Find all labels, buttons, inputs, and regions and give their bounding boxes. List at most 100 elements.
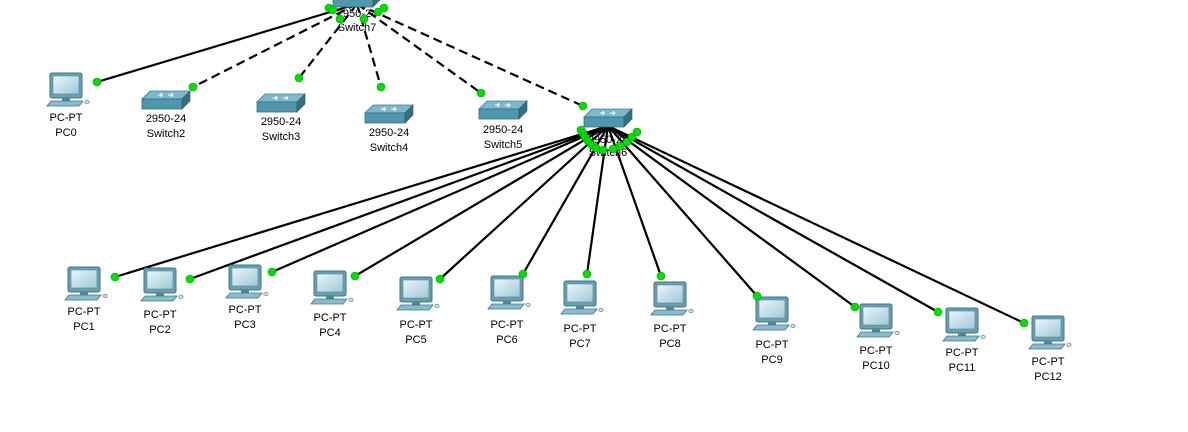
link-sw6-pc4[interactable] (354, 125, 609, 277)
link-sw6-pc2[interactable] (189, 124, 609, 281)
port-status-sw6-pc9-dst (752, 291, 762, 301)
pc-name-label: PC12 (1034, 371, 1062, 383)
pc-pc3[interactable]: PC-PT PC3 (225, 264, 269, 331)
devices-layer: 2950-24Switch72950-24Switch22950-24Switc… (46, 0, 1072, 383)
link-sw6-pc3[interactable] (271, 124, 609, 274)
keyboard-icon (310, 298, 348, 305)
link-sw7-sw2[interactable] (192, 3, 358, 88)
monitor-neck (768, 322, 776, 325)
link-sw6-pc11[interactable] (607, 125, 939, 313)
mouse-icon (1066, 343, 1072, 347)
mouse-icon (525, 303, 531, 307)
pc-model-label: PC-PT (144, 309, 177, 321)
switch-side-face (404, 104, 414, 124)
pc-model-label: PC-PT (860, 345, 893, 357)
port-status-sw7-sw3-dst (294, 73, 304, 83)
switch-side-face (518, 100, 528, 120)
mouse-icon (178, 295, 184, 299)
mouse-icon (598, 308, 604, 312)
monitor-screen (70, 269, 98, 289)
port-status-sw7-pc0-dst (92, 77, 102, 87)
switch-front-face (364, 112, 406, 124)
link-sw6-pc1[interactable] (114, 124, 609, 279)
pc-model-label: PC-PT (400, 319, 433, 331)
keyboard-icon (225, 292, 263, 299)
pc-model-label: PC-PT (229, 304, 262, 316)
pc-pc5[interactable]: PC-PT PC5 (396, 276, 440, 346)
switch-name-label: Switch2 (147, 128, 186, 140)
mouse-icon (263, 292, 269, 296)
pc-model-label: PC-PT (564, 323, 597, 335)
mouse-icon (84, 100, 90, 104)
port-status-sw6-pc11-dst (933, 307, 943, 317)
mouse-icon (790, 324, 796, 328)
switch-model-label: 2950-24 (483, 124, 523, 136)
pc-pc10[interactable]: PC-PT PC10 (856, 303, 900, 372)
keyboard-icon (560, 308, 598, 315)
link-sw7-sw6[interactable] (356, 2, 584, 108)
pc-name-label: PC3 (234, 319, 255, 331)
switch-model-label: 2950-24 (261, 116, 301, 128)
monitor-neck (1044, 341, 1052, 344)
monitor-screen (493, 278, 521, 298)
monitor-neck (326, 296, 334, 299)
ports-layer (92, 3, 1029, 328)
keyboard-icon (650, 309, 688, 316)
link-sw6-pc5[interactable] (439, 125, 609, 280)
port-status-sw6-pc10-dst (850, 302, 860, 312)
mouse-icon (102, 294, 108, 298)
pc-model-label: PC-PT (756, 339, 789, 351)
switch-name-label: Switch5 (484, 139, 523, 151)
link-sw6-pc10[interactable] (607, 125, 856, 308)
pc-model-label: PC-PT (314, 312, 347, 324)
switch-side-face (372, 0, 381, 8)
monitor-screen (1034, 318, 1062, 338)
link-sw7-sw5[interactable] (356, 3, 482, 94)
port-status-sw6-pc9-src (615, 141, 625, 151)
port-status-sw6-pc5-dst (435, 274, 445, 284)
switch-front-face (141, 98, 183, 110)
mouse-icon (980, 335, 986, 339)
keyboard-icon (140, 295, 178, 302)
monitor-neck (958, 333, 966, 336)
mouse-icon (894, 331, 900, 335)
switch-arrows-icon (495, 102, 511, 108)
pc-name-label: PC8 (659, 338, 680, 350)
keyboard-icon (1028, 343, 1066, 350)
switch-arrows-icon (381, 106, 397, 112)
link-sw6-pc8[interactable] (606, 125, 663, 277)
port-status-sw6-pc1-dst (110, 272, 120, 282)
link-sw7-pc0[interactable] (96, 2, 358, 84)
monitor-neck (412, 302, 420, 305)
port-status-sw6-pc12-dst (1019, 318, 1029, 328)
switch-name-label: Switch7 (338, 22, 377, 34)
monitor-screen (758, 299, 786, 319)
pc-name-label: PC6 (496, 334, 517, 346)
monitor-screen (566, 283, 594, 303)
monitor-neck (503, 301, 511, 304)
link-sw6-pc12[interactable] (607, 125, 1025, 324)
port-status-sw6-pc4-dst (350, 271, 360, 281)
link-sw6-pc9[interactable] (607, 125, 758, 297)
pc-name-label: PC5 (405, 334, 426, 346)
pc-name-label: PC10 (862, 360, 890, 372)
link-sw7-sw3[interactable] (298, 3, 358, 79)
switch-front-face (256, 101, 298, 113)
